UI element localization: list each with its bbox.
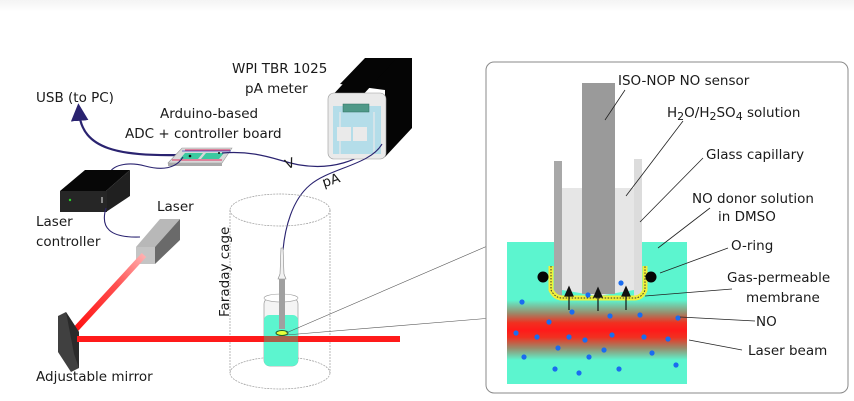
donor-label-line2: in DMSO bbox=[718, 209, 776, 225]
adjustable-mirror bbox=[58, 312, 79, 372]
no-diffusion-arrows bbox=[564, 285, 631, 311]
no-molecule-dot bbox=[534, 334, 540, 340]
no-molecule-dot bbox=[582, 337, 588, 343]
arduino-label-line1: Arduino-based bbox=[160, 106, 258, 122]
no-molecule-dot bbox=[519, 299, 525, 305]
o-ring-label: O-ring bbox=[731, 238, 773, 254]
arduino-label-line2: ADC + controller board bbox=[125, 126, 282, 142]
no-molecule-dot bbox=[616, 366, 622, 372]
current-label: pA bbox=[320, 170, 343, 191]
meter-label-line1: WPI TBR 1025 bbox=[232, 61, 327, 77]
membrane-label-line2: membrane bbox=[746, 290, 820, 306]
laser-controller-label-line2: controller bbox=[36, 234, 101, 250]
faraday-cage-label: Faraday cage bbox=[217, 227, 233, 317]
o-ring-left bbox=[537, 271, 549, 283]
laser-beam-label: Laser beam bbox=[748, 343, 827, 359]
iso-nop-sensor bbox=[582, 83, 615, 294]
no-sensor-probe bbox=[275, 247, 289, 336]
no-label: NO bbox=[756, 314, 777, 330]
no-molecules bbox=[513, 280, 681, 376]
no-molecule-dot bbox=[521, 354, 527, 360]
no-molecule-dot bbox=[675, 315, 681, 321]
controller-cable bbox=[109, 156, 184, 173]
current-cable bbox=[282, 143, 383, 251]
laser-controller-label-line1: Laser bbox=[36, 214, 73, 230]
no-molecule-dot bbox=[607, 313, 613, 319]
sensor-label: ISO-NOP NO sensor bbox=[618, 73, 750, 89]
no-molecule-dot bbox=[665, 336, 671, 342]
no-molecule-dot bbox=[513, 330, 519, 336]
beam-in-vial bbox=[264, 336, 298, 342]
no-molecule-dot bbox=[601, 347, 607, 353]
no-molecule-dot bbox=[618, 280, 624, 286]
laser-beam-diagonal bbox=[72, 252, 147, 333]
mirror-label: Adjustable mirror bbox=[36, 369, 153, 385]
capillary-wall-right bbox=[634, 159, 642, 296]
no-molecule-dot bbox=[637, 312, 643, 318]
donor-label-line1: NO donor solution bbox=[692, 191, 814, 207]
pa-meter bbox=[327, 58, 412, 160]
laser-beam-horizontal bbox=[77, 336, 400, 342]
no-molecule-dot bbox=[546, 319, 552, 325]
arduino-board bbox=[167, 147, 233, 166]
laser-controller bbox=[60, 170, 130, 212]
no-molecule-dot bbox=[576, 370, 582, 376]
laser-cable bbox=[103, 207, 141, 238]
no-molecule-dot bbox=[649, 350, 655, 356]
capillary-label: Glass capillary bbox=[706, 147, 804, 163]
no-molecule-dot bbox=[569, 309, 575, 315]
membrane-label-line1: Gas-permeable bbox=[727, 270, 830, 286]
o-ring-right bbox=[645, 271, 657, 283]
meter-label-line2: pA meter bbox=[245, 81, 308, 97]
no-molecule-dot bbox=[552, 366, 558, 372]
no-molecule-dot bbox=[641, 334, 647, 340]
zoom-line-lower bbox=[285, 317, 493, 336]
zoom-line-upper bbox=[285, 243, 493, 334]
no-molecule-dot bbox=[673, 362, 679, 368]
inset-leader-lines bbox=[604, 89, 756, 351]
usb-cable bbox=[70, 103, 181, 157]
membrane-dots bbox=[550, 266, 646, 299]
solution-label: H2O/H2SO4 solution bbox=[667, 105, 800, 123]
laser-label: Laser bbox=[157, 199, 194, 215]
no-molecule-dot bbox=[585, 292, 591, 298]
no-molecule-dot bbox=[566, 334, 572, 340]
top-fade bbox=[0, 0, 854, 12]
capillary-wall-left bbox=[554, 161, 562, 296]
no-molecule-dot bbox=[609, 332, 615, 338]
no-molecule-dot bbox=[586, 354, 592, 360]
no-molecule-dot bbox=[555, 345, 561, 351]
inset-laser-beam bbox=[507, 300, 687, 360]
usb-label: USB (to PC) bbox=[36, 90, 114, 106]
